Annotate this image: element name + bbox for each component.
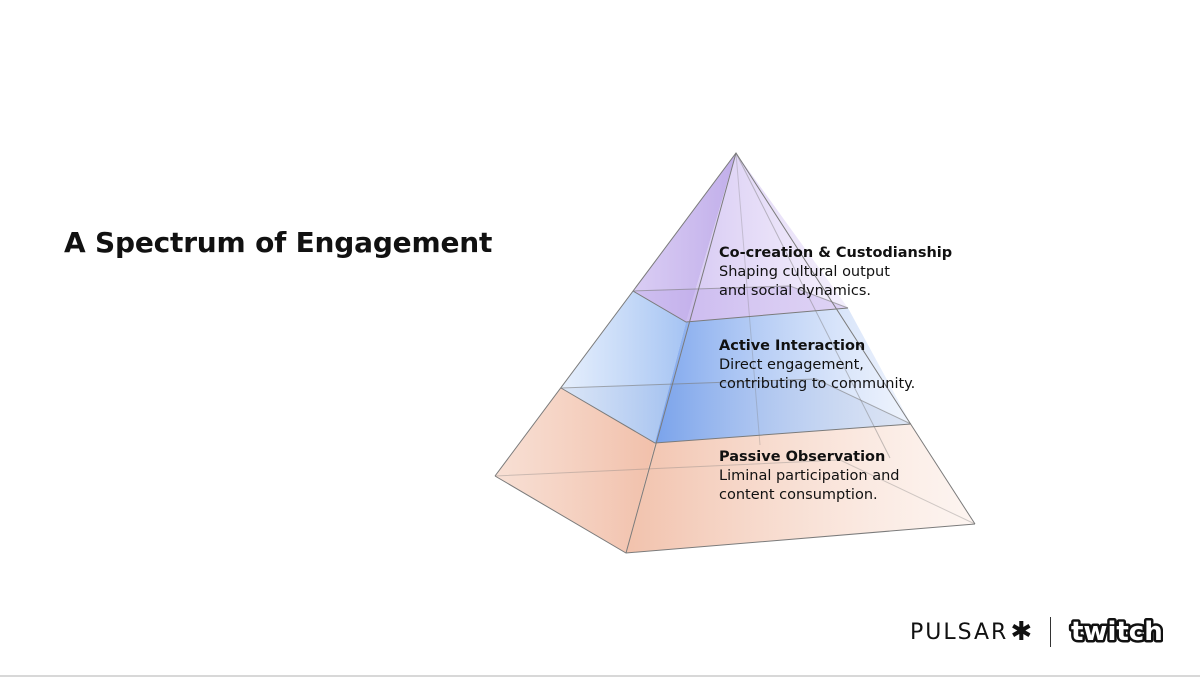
pyramid-edges <box>494 152 976 554</box>
pulsar-logo: PULSAR <box>910 619 1009 645</box>
tier-top-right-face <box>686 153 848 322</box>
tier-heading: Co-creation & Custodianship <box>719 245 953 261</box>
tier-description-line: Liminal participation and <box>719 468 900 484</box>
pyramid-tier-top <box>633 153 848 322</box>
logo-divider <box>1050 617 1052 647</box>
tier-top-left-face <box>633 153 736 322</box>
tier-description-line: and social dynamics. <box>719 283 871 299</box>
tier-description-line: Direct engagement, <box>719 357 864 373</box>
tier-description: Shaping cultural output and social dynam… <box>719 263 979 301</box>
tier-bottom-right-face <box>626 424 975 553</box>
tier-label-active-interaction: Active Interaction Direct engagement, co… <box>719 337 979 394</box>
tier-middle-left-face <box>561 291 686 443</box>
twitch-wordmark: twitch <box>1071 617 1163 647</box>
tier-heading: Active Interaction <box>719 338 866 354</box>
tier-middle-right-face <box>655 308 911 443</box>
tier-description-line: Shaping cultural output <box>719 264 890 280</box>
asterisk-icon: ✱ <box>1010 617 1033 647</box>
tier-bottom-left-face <box>495 388 655 553</box>
tier-description: Liminal participation and content consum… <box>719 467 979 505</box>
tier-label-co-creation: Co-creation & Custodianship Shaping cult… <box>719 244 979 301</box>
bottom-divider <box>0 675 1200 677</box>
tier-description: Direct engagement, contributing to commu… <box>719 356 979 394</box>
tier-label-passive-observation: Passive Observation Liminal participatio… <box>719 448 979 505</box>
footer-logos: PULSAR ✱ twitch <box>910 612 1163 652</box>
tier-description-line: content consumption. <box>719 487 878 503</box>
tier-description-line: contributing to community. <box>719 376 916 392</box>
twitch-logo: twitch <box>1069 615 1164 650</box>
tier-heading: Passive Observation <box>719 449 886 465</box>
page-title: A Spectrum of Engagement <box>64 226 493 259</box>
